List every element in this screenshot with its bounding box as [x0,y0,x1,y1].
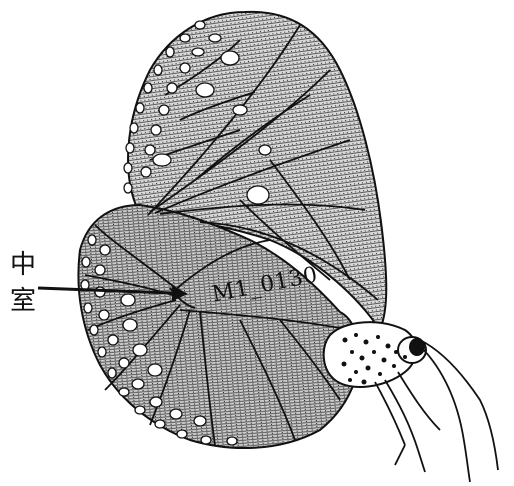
annotation-label-top: 中 [10,252,36,278]
antennae [418,340,498,482]
legs [375,372,440,472]
annotation-label-bottom: 室 [10,288,36,314]
